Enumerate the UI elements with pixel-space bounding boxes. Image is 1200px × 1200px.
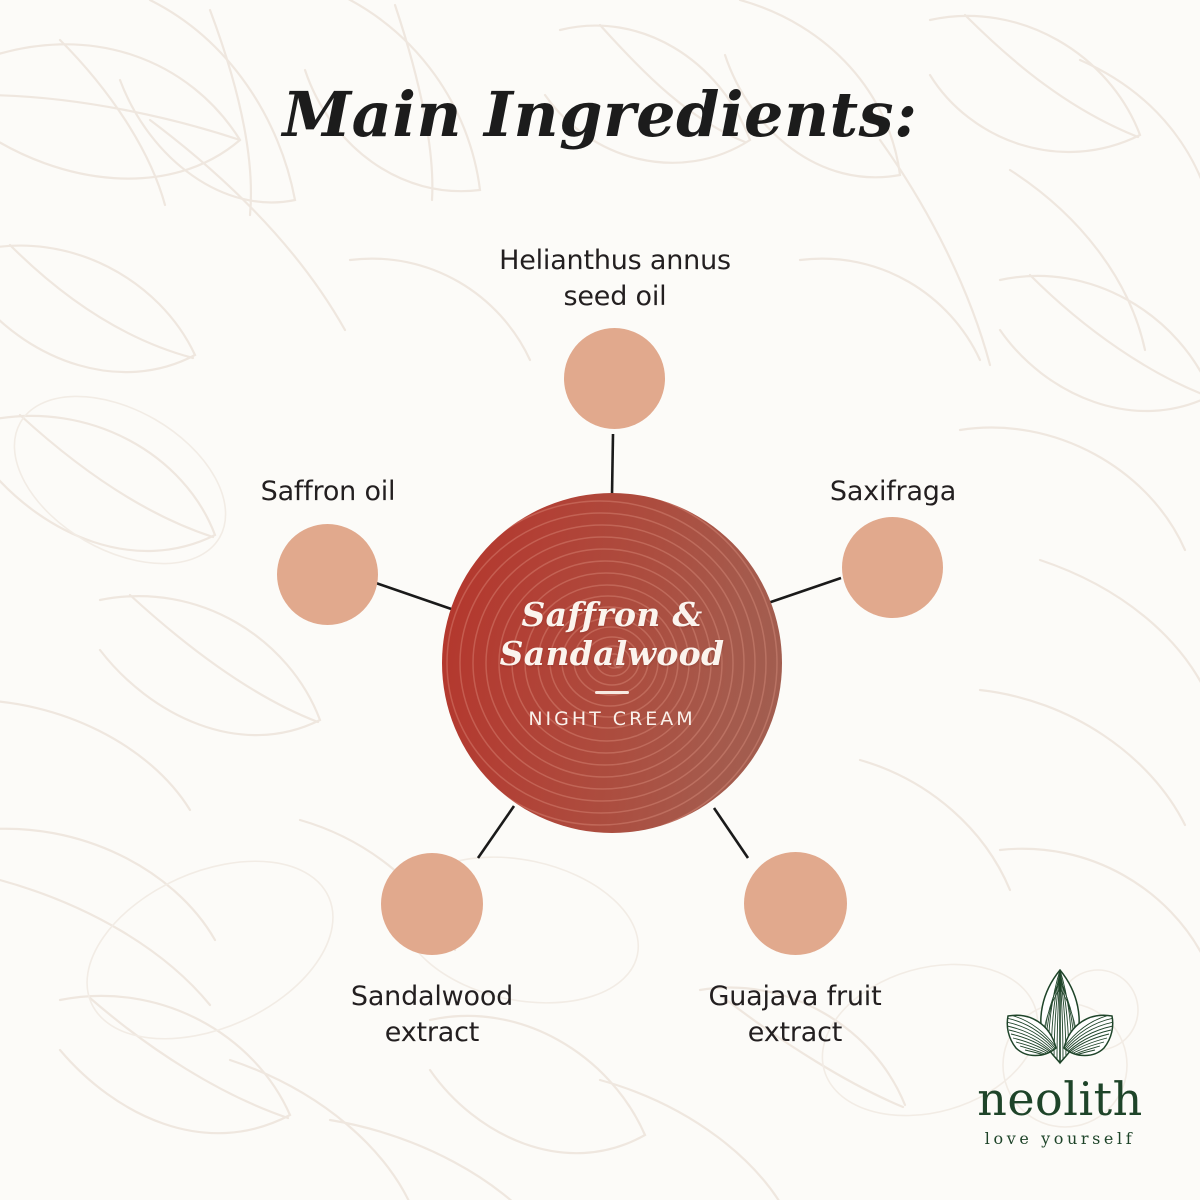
ingredient-label-saffron: Saffron oil [260,476,396,507]
ingredient-node-saxifraga[interactable] [842,517,943,618]
product-divider [595,690,629,694]
product-center-circle: Saffron & Sandalwood NIGHT CREAM [442,493,782,833]
connector-line-saxifraga [764,576,842,606]
brand-tagline: love yourself [984,1129,1136,1148]
product-name-line1: Saffron & [521,595,703,635]
ingredient-node-sandalwood[interactable] [381,853,483,955]
ingredient-node-helianthus[interactable] [564,328,665,429]
ingredient-label-helianthus: Helianthus annus seed oil [499,245,731,313]
ingredient-node-guajava[interactable] [744,852,847,955]
product-center-text: Saffron & Sandalwood NIGHT CREAM [442,493,782,833]
connector-line-guajava [712,807,750,859]
brand-name: neolith [977,1072,1143,1126]
ingredient-label-saxifraga: Saxifraga [829,476,957,507]
page-title: Main Ingredients: [282,78,918,151]
ingredient-label-guajava: Guajava fruit extract [708,981,882,1049]
ingredient-label-sandalwood: Sandalwood extract [350,981,514,1049]
tree-ring-texture [442,493,778,833]
connector-line-saffron [375,581,461,614]
ingredient-node-saffron[interactable] [277,524,378,625]
product-name-line2: Sandalwood [499,634,725,673]
product-category: NIGHT CREAM [528,707,696,730]
connector-line-helianthus [610,433,615,496]
brand-logo[interactable]: neolith love yourself [960,968,1160,1148]
connector-line-sandalwood [476,805,516,859]
leaf-trio-icon [1006,968,1114,1065]
